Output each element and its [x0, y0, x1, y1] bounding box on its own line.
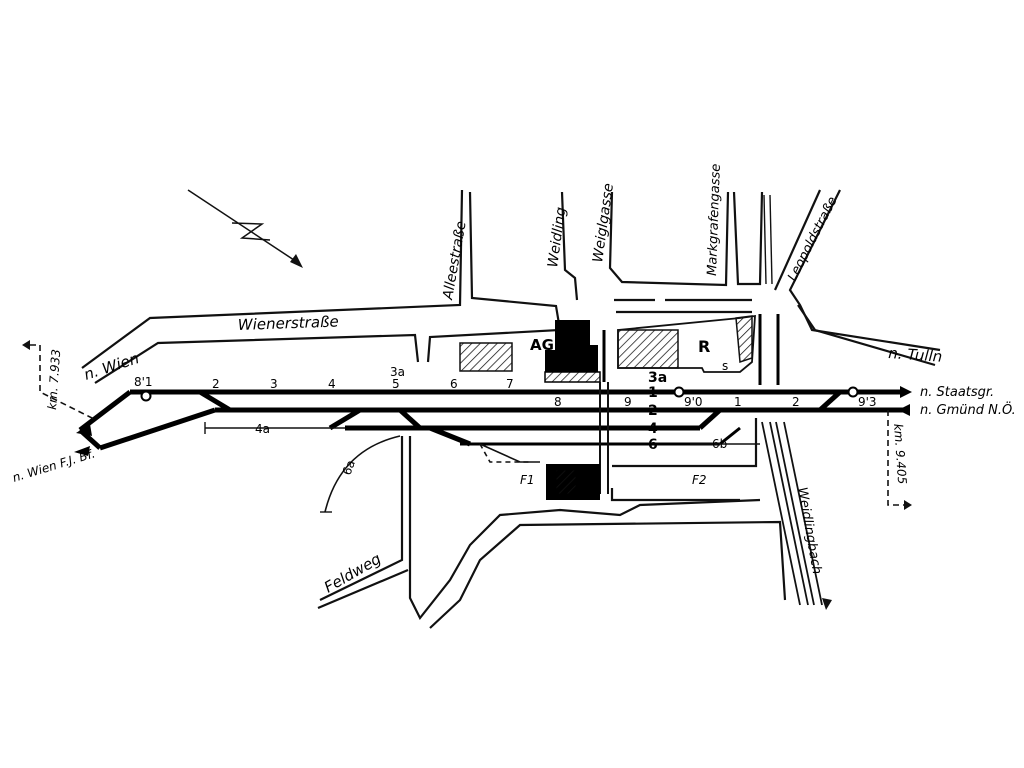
north-arrow-icon: [187, 189, 303, 268]
track-6a-arc: [324, 435, 401, 513]
switch-label: 8: [554, 395, 562, 409]
km-west-bracket: [30, 344, 97, 421]
leopoldstrasse-road: [773, 189, 941, 367]
signal-81-icon: [140, 390, 152, 402]
km-label-west: km. 7.933: [45, 349, 63, 410]
building-label-r: R: [698, 337, 710, 356]
weidling-street: [560, 191, 764, 301]
arrow-east-in-icon: [898, 404, 910, 416]
switch-label: 9: [624, 395, 632, 409]
signal-90-icon: [673, 386, 685, 398]
station-building-ag: [544, 320, 606, 383]
street-label-weiglgasse: Weiglgasse: [590, 182, 617, 263]
direction-label-wien-fjbf: n. Wien F.J. Bf.: [11, 446, 97, 484]
weidlingbach-river: [758, 194, 832, 610]
southern-roads: [317, 418, 787, 629]
main-tracks: [78, 389, 905, 451]
building-label-f2: F2: [692, 473, 707, 487]
switch-label: 6: [450, 377, 458, 391]
street-label-alleestrasse: Alleestraße: [440, 220, 470, 302]
underpass: [599, 382, 609, 494]
arrow-east-out-icon: [900, 386, 912, 398]
direction-label-tulln: n. Tulln: [888, 344, 943, 366]
switch-label: 2: [792, 395, 800, 409]
street-label-markgrafengasse: Markgrafengasse: [705, 163, 724, 276]
direction-label-wien: n. Wien: [82, 349, 142, 384]
building-label-f1: F1: [520, 473, 535, 487]
track-label-6b: 6b: [712, 437, 727, 451]
track-label-6: 6: [648, 437, 658, 453]
track-label-2: 2: [648, 403, 658, 419]
switch-label: 2: [212, 377, 220, 391]
switch-label: 1: [734, 395, 742, 409]
switch-label: s: [722, 359, 728, 373]
building-west: [459, 342, 513, 372]
switch-label: 3: [270, 377, 278, 391]
street-label-weidling: Weidling: [545, 206, 569, 269]
switch-label: 3a: [390, 365, 405, 379]
track-label-4: 4: [648, 421, 658, 437]
km-east-bracket: [887, 410, 905, 506]
track-4a-marker: [204, 422, 345, 434]
wienerstrasse-road: [81, 189, 562, 384]
direction-label-gmuend: n. Gmünd N.Ö.: [920, 401, 1016, 418]
signal-label-93: 9'3: [858, 395, 877, 409]
track-label-4a: 4a: [255, 422, 270, 436]
km-label-east: km. 9.405: [891, 423, 909, 484]
arrow-west-out-icon: [74, 446, 90, 456]
building-r: [617, 314, 756, 373]
switch-label: 7: [506, 377, 514, 391]
signal-label-90: 9'0: [684, 395, 703, 409]
arrow-west-in-icon: [76, 424, 92, 436]
track-label-6a: 6a: [340, 458, 358, 477]
switch-label: 4: [328, 377, 336, 391]
signal-93-icon: [847, 386, 859, 398]
street-label-wienerstrasse: Wienerstraße: [238, 312, 339, 334]
signal-label-81: 8'1: [134, 375, 153, 389]
track-label-1: 1: [648, 385, 658, 401]
building-f1-group: [479, 443, 600, 500]
building-label-ag: AG: [530, 336, 554, 354]
track-label-3a: 3a: [648, 370, 667, 386]
switch-label: 5: [392, 377, 400, 391]
direction-label-staatsgr: n. Staatsgr.: [920, 385, 994, 400]
